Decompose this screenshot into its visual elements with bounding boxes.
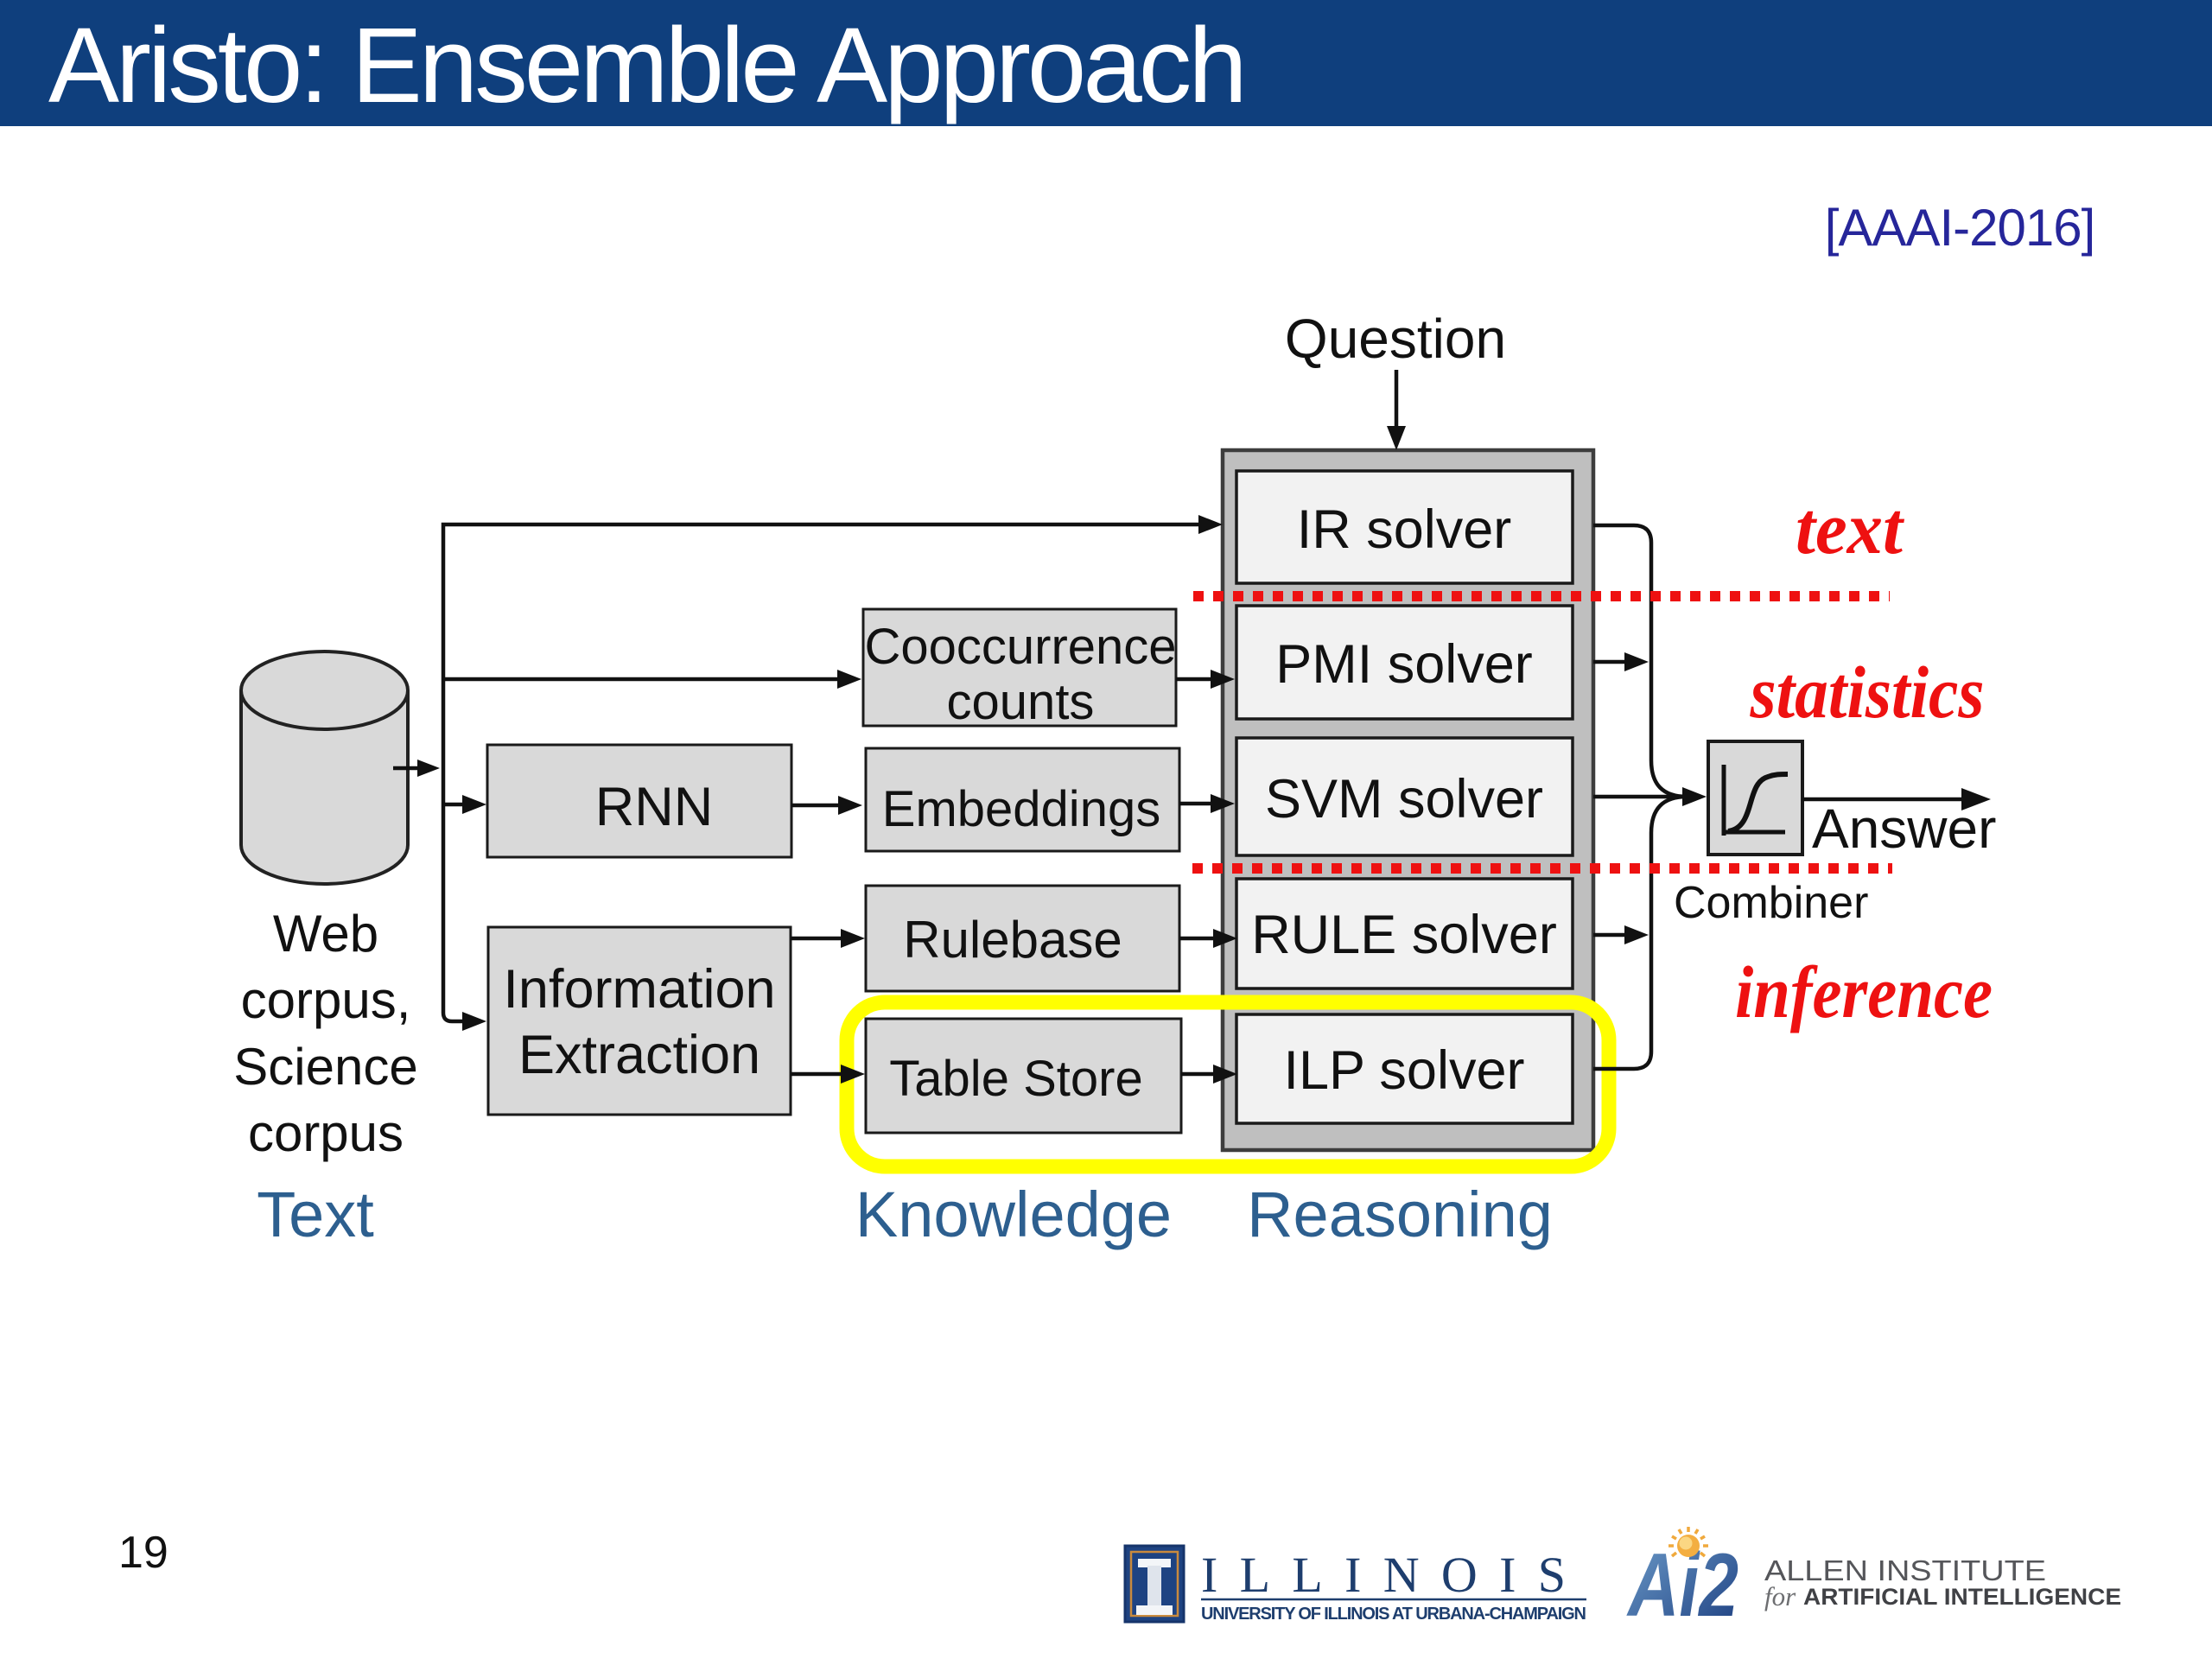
svg-text:for: for <box>1764 1581 1796 1611</box>
svg-text:IR solver: IR solver <box>1297 499 1512 560</box>
svg-text:corpus: corpus <box>248 1104 404 1162</box>
svg-text:[AAAI-2016]: [AAAI-2016] <box>1825 199 2095 257</box>
svg-text:statistics: statistics <box>1750 651 1985 734</box>
svg-text:Question: Question <box>1285 308 1506 370</box>
svg-text:19: 19 <box>118 1528 168 1578</box>
svg-text:Science: Science <box>233 1038 417 1096</box>
svg-text:Answer: Answer <box>1812 798 1996 860</box>
svg-text:RULE solver: RULE solver <box>1251 905 1557 965</box>
svg-text:corpus,: corpus, <box>241 971 411 1029</box>
svg-text:Table Store: Table Store <box>889 1051 1142 1107</box>
svg-text:RNN: RNN <box>595 777 714 837</box>
svg-text:ALLEN INSTITUTE: ALLEN INSTITUTE <box>1764 1554 2046 1586</box>
svg-text:SVM solver: SVM solver <box>1265 769 1543 830</box>
svg-text:Combiner: Combiner <box>1674 878 1868 928</box>
svg-text:UNIVERSITY OF ILLINOIS AT URBA: UNIVERSITY OF ILLINOIS AT URBANA-CHAMPAI… <box>1201 1605 1586 1624</box>
svg-text:Extraction: Extraction <box>518 1025 760 1085</box>
svg-text:Cooccurrence: Cooccurrence <box>864 619 1176 675</box>
svg-text:Knowledge: Knowledge <box>855 1179 1172 1250</box>
svg-text:Web: Web <box>273 905 378 963</box>
svg-text:inference: inference <box>1735 950 1993 1033</box>
svg-text:ILP solver: ILP solver <box>1284 1040 1525 1101</box>
svg-text:ILLINOIS: ILLINOIS <box>1201 1547 1586 1603</box>
svg-text:Aristo: Ensemble Approach: Aristo: Ensemble Approach <box>48 7 1244 125</box>
svg-text:ARTIFICIAL INTELLIGENCE: ARTIFICIAL INTELLIGENCE <box>1803 1584 2121 1610</box>
svg-text:Embeddings: Embeddings <box>882 781 1160 837</box>
svg-text:Reasoning: Reasoning <box>1247 1179 1553 1250</box>
svg-text:Text: Text <box>257 1179 374 1250</box>
svg-text:PMI solver: PMI solver <box>1275 634 1533 695</box>
svg-text:text: text <box>1796 486 1905 569</box>
svg-text:counts: counts <box>947 674 1095 730</box>
svg-text:Rulebase: Rulebase <box>903 911 1122 969</box>
svg-text:Information: Information <box>503 959 775 1020</box>
